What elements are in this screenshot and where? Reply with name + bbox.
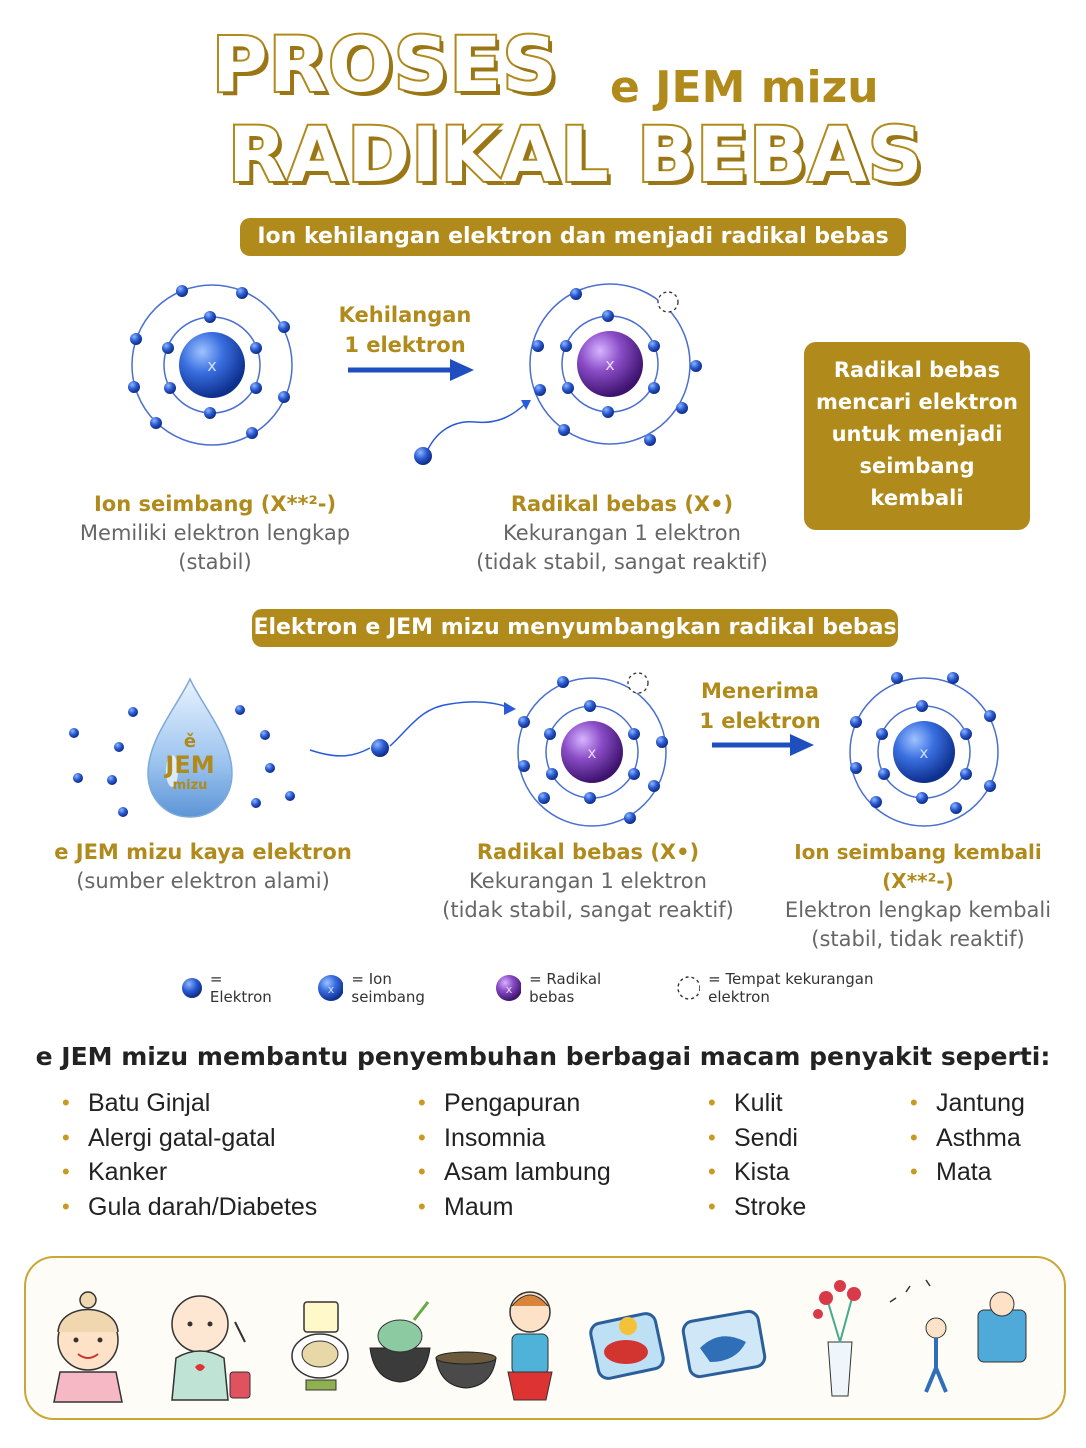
atom-free-radical: x xyxy=(529,283,702,446)
caption-balanced-ion-line2: (stabil) xyxy=(178,550,252,574)
empty-slot-icon xyxy=(676,976,701,1000)
svg-text:x: x xyxy=(605,355,614,374)
legend-electron-label: = Elektron xyxy=(209,970,272,1006)
diseases-col2: Pengapuran Insomnia Asam lambung Maum xyxy=(418,1086,611,1224)
electron-icon xyxy=(182,978,202,998)
info-line-4: seimbang xyxy=(859,454,975,478)
list-item: Jantung xyxy=(910,1086,1025,1121)
info-line-2: mencari elektron xyxy=(816,390,1018,414)
caption-free-radical-2-line1: Kekurangan 1 elektron xyxy=(469,869,707,893)
caption-free-radical-1-title: Radikal bebas (X•) xyxy=(510,492,734,516)
ion-icon: x xyxy=(318,975,344,1001)
list-item: Gula darah/Diabetes xyxy=(62,1190,317,1225)
arrow-label-losing-line1: Kehilangan xyxy=(338,303,472,327)
caption-source-line1: (sumber elektron alami) xyxy=(76,869,330,893)
list-item: Maum xyxy=(418,1190,611,1225)
legend-ion-label: = Ion seimbang xyxy=(351,970,425,1006)
caption-source-title: e JEM mizu kaya elektron xyxy=(54,840,352,864)
info-line-1: Radikal bebas xyxy=(833,358,1001,382)
caption-free-radical-2: Radikal bebas (X•) Kekurangan 1 elektron… xyxy=(418,838,758,925)
svg-text:x: x xyxy=(328,983,335,996)
jem-water-drop xyxy=(69,677,295,818)
baby-allergy-icon xyxy=(171,1295,251,1401)
legend: = Elektron x = Ion seimbang x = Radikal … xyxy=(180,970,921,1006)
atom-balanced-ion: x xyxy=(128,284,293,446)
legend-ion: x = Ion seimbang xyxy=(316,970,460,1006)
flower-vase-icon xyxy=(813,1280,861,1397)
drop-label-top: ě xyxy=(183,731,197,752)
electron-donation-path xyxy=(309,701,516,757)
legend-electron: = Elektron xyxy=(180,970,282,1006)
legend-radical-label: = Radikal bebas xyxy=(529,970,602,1006)
svg-text:x: x xyxy=(588,744,597,762)
stomach-icon xyxy=(589,1312,665,1380)
arrow-right-icon-2 xyxy=(712,734,814,756)
illustrations xyxy=(53,1279,1027,1403)
list-item: Kista xyxy=(708,1155,806,1190)
arrow-label-receiving: Menerima 1 elektron xyxy=(690,676,830,736)
caption-free-radical-2-title: Radikal bebas (X•) xyxy=(476,840,700,864)
svg-text:x: x xyxy=(505,983,512,996)
title-line1: PROSES xyxy=(210,18,559,111)
caption-free-radical-1-line1: Kekurangan 1 elektron xyxy=(503,521,741,545)
diseases-col4: Jantung Asthma Mata xyxy=(910,1086,1025,1190)
drop-label-mid: JEM xyxy=(165,751,215,779)
section1-banner: Ion kehilangan elektron dan menjadi radi… xyxy=(240,218,906,256)
legend-radical: x = Radikal bebas xyxy=(494,970,641,1006)
list-item: Sendi xyxy=(708,1121,806,1156)
svg-text:x: x xyxy=(207,356,216,375)
arrow-label-losing-line2: 1 elektron xyxy=(344,333,466,357)
bowl-icon xyxy=(435,1351,497,1389)
info-line-3: untuk menjadi xyxy=(831,422,1003,446)
caption-balanced-again-line1: Elektron lengkap kembali xyxy=(784,898,1052,922)
diseases-heading: e JEM mizu membantu penyembuhan berbagai… xyxy=(35,1042,1051,1071)
list-item: Kulit xyxy=(708,1086,806,1121)
title-line1-suffix: e JEM mizu xyxy=(610,62,879,113)
title-line2: RADIKAL BEBAS xyxy=(226,108,925,201)
organ-icon xyxy=(681,1309,767,1379)
list-item: Mata xyxy=(910,1155,1025,1190)
electron-leaving-path xyxy=(414,400,531,465)
list-item: Pengapuran xyxy=(418,1086,611,1121)
mortar-icon xyxy=(369,1301,431,1383)
list-item: Asam lambung xyxy=(418,1155,611,1190)
caption-source: e JEM mizu kaya elektron (sumber elektro… xyxy=(40,838,366,896)
legend-missing: = Tempat kekurangan elektron xyxy=(675,970,921,1006)
list-item: Stroke xyxy=(708,1190,806,1225)
info-box-radical: Radikal bebas mencari elektron untuk men… xyxy=(804,342,1030,530)
arrow-right-icon xyxy=(348,359,474,381)
caption-free-radical-1-line2: (tidak stabil, sangat reaktif) xyxy=(476,550,768,574)
atom-balanced-ion-2: x xyxy=(849,672,999,827)
radical-icon: x xyxy=(495,975,522,1001)
caption-balanced-again: Ion seimbang kembali (X**²-) Elektron le… xyxy=(760,838,1076,954)
legend-missing-label: = Tempat kekurangan elektron xyxy=(708,970,874,1006)
atom-free-radical-2: x xyxy=(517,672,668,827)
section2-banner: Elektron e JEM mizu menyumbangkan radika… xyxy=(252,609,898,647)
drop-label-bottom: mizu xyxy=(172,778,208,793)
arrow-label-losing: Kehilangan 1 elektron xyxy=(330,300,480,360)
list-item: Alergi gatal-gatal xyxy=(62,1121,317,1156)
arrow-label-receiving-line1: Menerima xyxy=(701,679,819,703)
diseases-col1: Batu Ginjal Alergi gatal-gatal Kanker Gu… xyxy=(62,1086,317,1224)
caption-free-radical-2-line2: (tidak stabil, sangat reaktif) xyxy=(442,898,734,922)
list-item: Batu Ginjal xyxy=(62,1086,317,1121)
caption-balanced-ion: Ion seimbang (X**²-) Memiliki elektron l… xyxy=(50,490,380,577)
caption-balanced-again-title: Ion seimbang kembali (X**²-) xyxy=(794,840,1042,893)
caption-balanced-ion-line1: Memiliki elektron lengkap xyxy=(79,521,351,545)
list-item: Insomnia xyxy=(418,1121,611,1156)
falling-person-icon xyxy=(889,1279,1027,1393)
caption-balanced-ion-title: Ion seimbang (X**²-) xyxy=(93,492,337,516)
caption-balanced-again-line2: (stabil, tidak reaktif) xyxy=(811,927,1025,951)
diseases-col3: Kulit Sendi Kista Stroke xyxy=(708,1086,806,1224)
info-line-5: kembali xyxy=(870,486,964,510)
svg-text:x: x xyxy=(920,744,929,762)
toilet-icon xyxy=(291,1301,349,1391)
caption-free-radical-1: Radikal bebas (X•) Kekurangan 1 elektron… xyxy=(452,490,792,577)
list-item: Asthma xyxy=(910,1121,1025,1156)
drop-label: ě JEM mizu xyxy=(150,733,230,793)
insomnia-person-icon xyxy=(507,1291,553,1401)
list-item: Kanker xyxy=(62,1155,317,1190)
arrow-label-receiving-line2: 1 elektron xyxy=(699,709,821,733)
face-icon xyxy=(53,1291,123,1403)
